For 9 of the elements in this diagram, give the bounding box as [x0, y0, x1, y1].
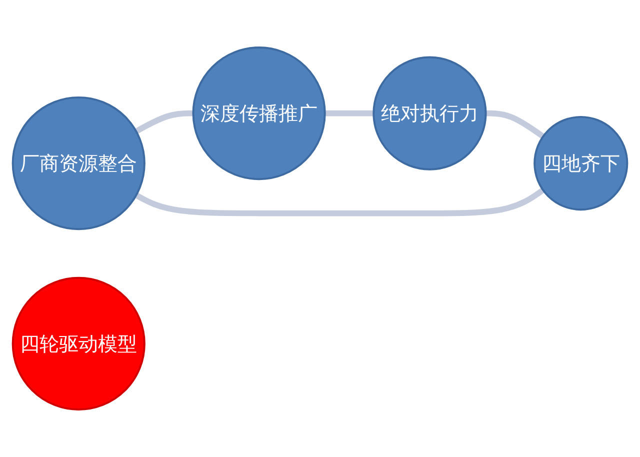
connector [486, 110, 545, 139]
connector [134, 110, 194, 134]
connector [134, 188, 545, 216]
node-circle: 绝对执行力 [372, 56, 487, 170]
node-circle: 深度传播推广 [192, 46, 326, 180]
node-circle: 四地齐下 [534, 116, 628, 211]
connector [324, 110, 374, 116]
node-circle: 厂商资源整合 [12, 96, 146, 230]
node-circle: 四轮驱动模型 [12, 276, 146, 410]
